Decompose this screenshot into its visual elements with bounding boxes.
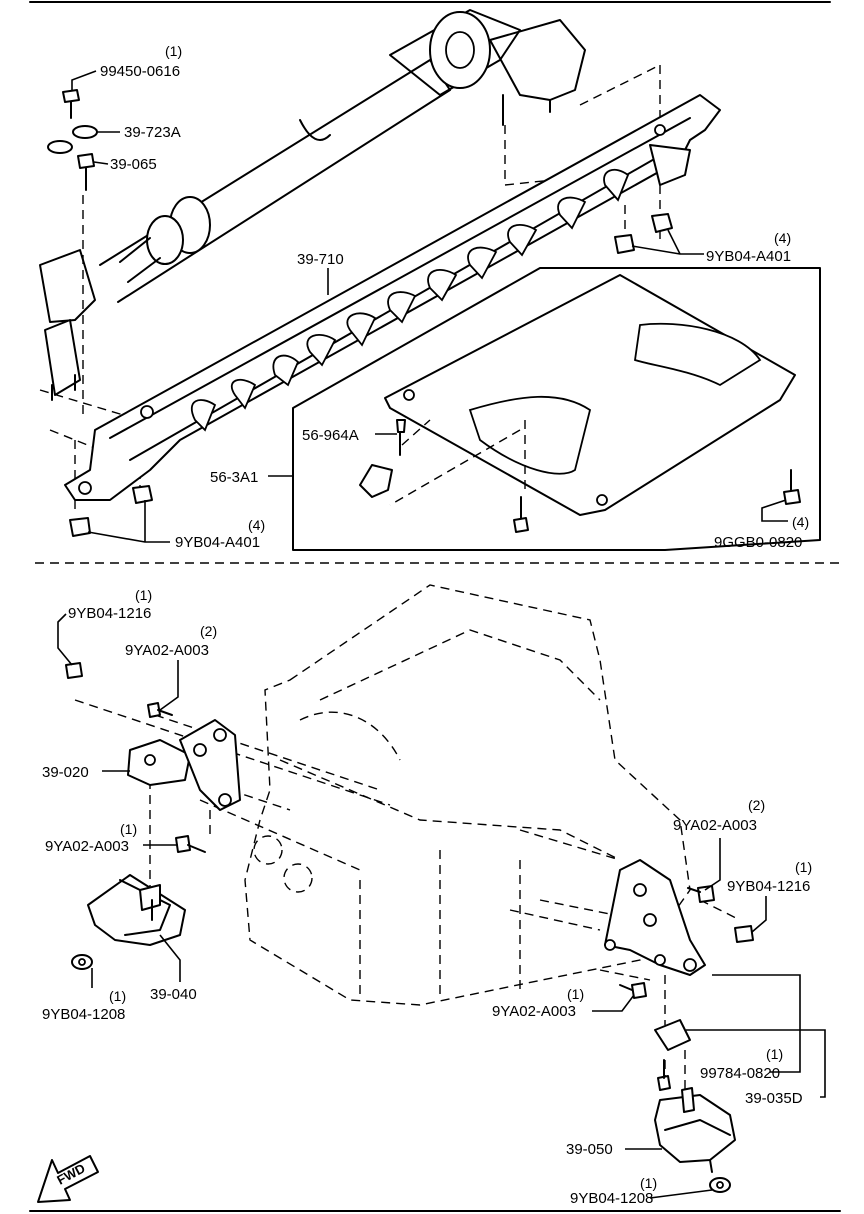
bolt-9YA02-right-top [687,885,715,903]
bracket-39-020 [127,719,241,811]
propeller-shaft [39,9,586,401]
bolt-39-065 [77,153,95,191]
nut-9YB04-1208-right [709,1177,731,1193]
bolt-9GGB0-0820 [783,469,801,505]
qty-99784-0820: (1) [766,1046,783,1062]
label-39-020: 39-020 [42,764,89,781]
label-9YB04-1216-left: 9YB04-1216 [68,605,151,622]
stopper-99784-0820 [654,1019,691,1051]
nut-bottom-left-b [69,517,91,537]
label-39-040: 39-040 [150,986,197,1003]
label-9YB04-A401-top: 9YB04-A401 [706,248,791,265]
washer-39-723A [47,125,98,154]
bolt-9YA02-left-mid [175,835,206,853]
bolt-99450-0616 [62,89,80,119]
label-39-050: 39-050 [566,1141,613,1158]
label-56-3A1: 56-3A1 [210,469,258,486]
label-39-065: 39-065 [110,156,157,173]
label-99450-0616: 99450-0616 [100,63,180,80]
qty-99450-0616: (1) [165,43,182,59]
label-9YB04-1208-right: 9YB04-1208 [570,1190,653,1207]
rivet-56-964A [396,419,406,456]
nut-9YB04-1216-left [65,662,83,679]
leader-lines [57,70,826,1199]
label-9YA02-A003-left-mid: 9YA02-A003 [45,838,129,855]
label-39-723A: 39-723A [124,124,181,141]
fwd-arrow-icon: FWD [37,1155,99,1203]
labels: (1) 99450-0616 39-723A 39-065 39-710 (4)… [42,43,812,1207]
engine-outline [244,584,691,1006]
qty-9YA02-A003-right-top: (2) [748,797,765,813]
label-56-964A: 56-964A [302,427,359,444]
cross-member-39-710 [64,94,721,501]
bolt-lower-right [657,1059,671,1091]
mount-39-040 [87,874,186,946]
label-9YA02-A003-left-top: 9YA02-A003 [125,642,209,659]
qty-9YB04-A401-bottom: (4) [248,517,265,533]
bolt-9YA02-right-mid [619,982,647,999]
qty-9YB04-1208-right: (1) [640,1175,657,1191]
label-39-035D: 39-035D [745,1090,803,1107]
label-99784-0820: 99784-0820 [700,1065,780,1082]
nut-9YB04-1208-left [71,954,93,970]
label-39-710: 39-710 [297,251,344,268]
bracket-39-035D [604,859,706,976]
label-9YB04-1216-right: 9YB04-1216 [727,878,810,895]
label-9YA02-A003-right-mid: 9YA02-A003 [492,1003,576,1020]
bracket-small [359,464,393,498]
qty-9YB04-A401-top: (4) [774,230,791,246]
mount-39-050 [654,1087,736,1173]
label-9YA02-A003-right-top: 9YA02-A003 [673,817,757,834]
qty-9YB04-1208-left: (1) [109,988,126,1004]
qty-9YB04-1216-left: (1) [135,587,152,603]
bolt-9YA02-left-top [147,702,173,718]
qty-9YA02-A003-left-mid: (1) [120,821,137,837]
qty-9YB04-1216-right: (1) [795,859,812,875]
label-9YB04-A401-bottom: 9YB04-A401 [175,534,260,551]
label-9YB04-1208-left: 9YB04-1208 [42,1006,125,1023]
nut-top-right-a [651,213,673,233]
bolt-inset-a [513,496,529,533]
inset-box [292,267,821,551]
nut-top-right-b [614,234,635,254]
qty-9YA02-A003-left-top: (2) [200,623,217,639]
nut-9YB04-1216-right [734,925,754,943]
label-9GGB0-0820: 9GGB0-0820 [714,534,802,551]
qty-9YA02-A003-right-mid: (1) [567,986,584,1002]
nut-bottom-left-a [132,485,153,504]
qty-9GGB0-0820: (4) [792,514,809,530]
